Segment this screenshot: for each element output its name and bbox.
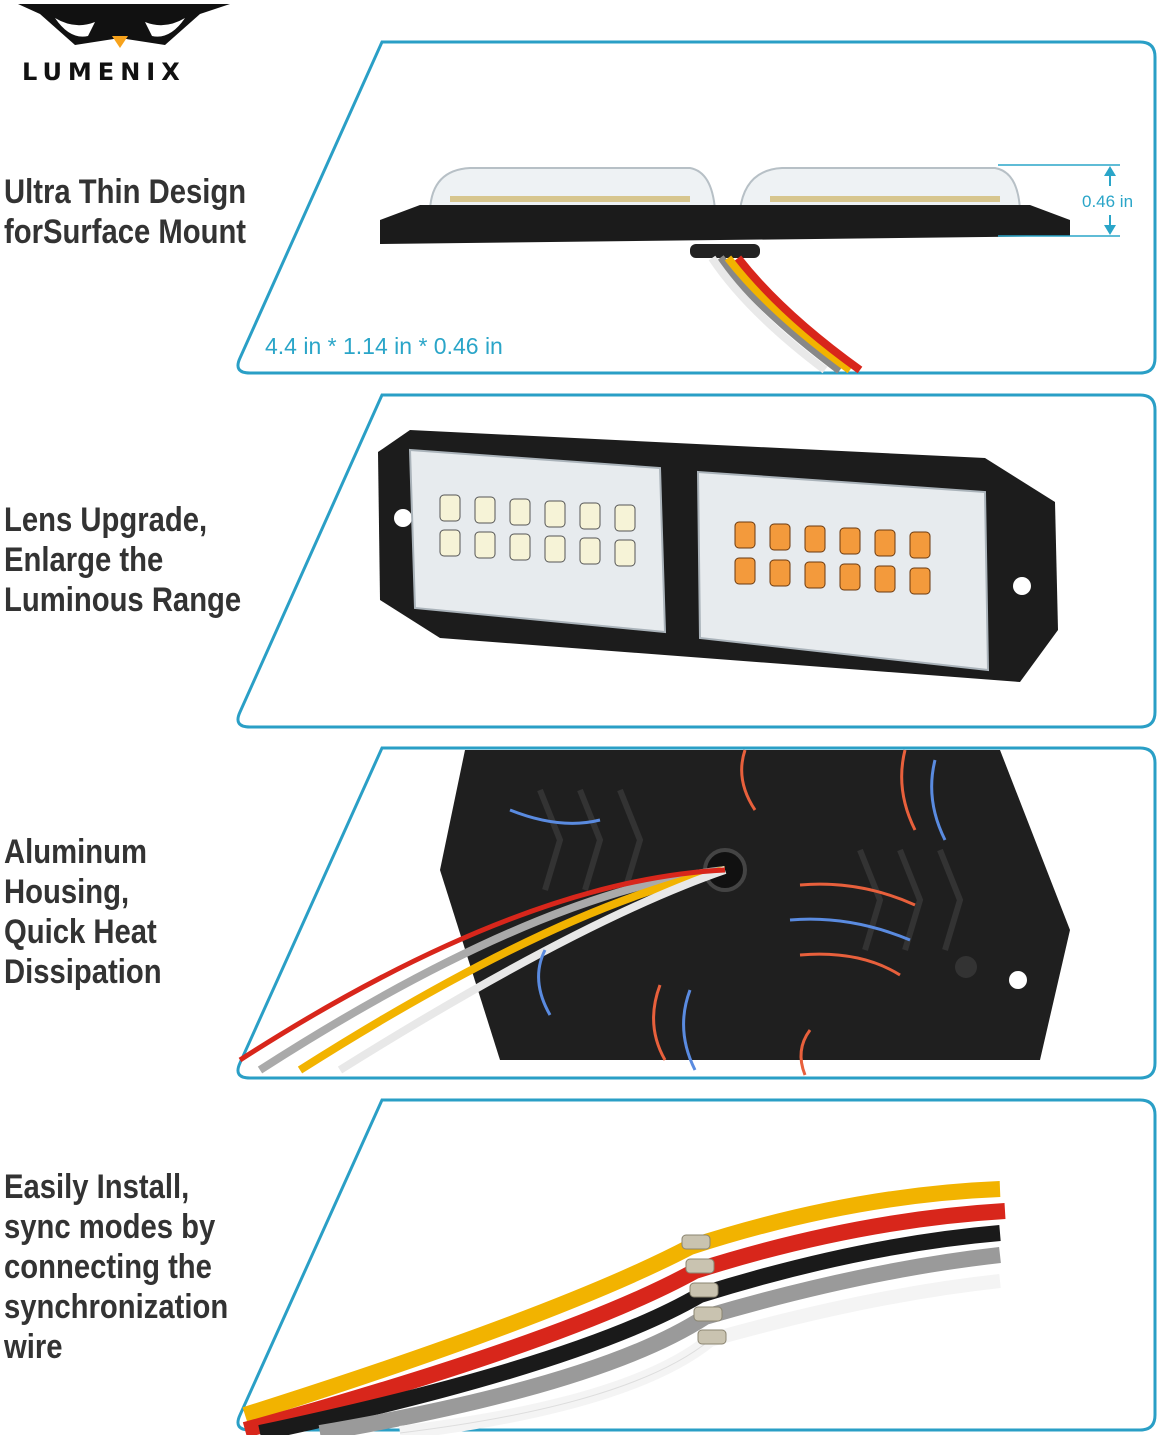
feature-line: sync modes by (4, 1208, 216, 1246)
brand-name: LUMENIX (22, 58, 186, 86)
panel-lens-upgrade: Lens Upgrade, Enlarge the Luminous Range (0, 380, 1159, 730)
feature-text: Lens Upgrade, Enlarge the Luminous Range (4, 500, 241, 620)
feature-line: connecting the (4, 1248, 212, 1286)
height-label: 0.46 in (1082, 192, 1134, 211)
light-back-view-image (238, 749, 1070, 1076)
light-side-view-image (380, 164, 1120, 374)
owl-eyes-icon (18, 4, 230, 48)
panel-ultra-thin: Ultra Thin Design forSurface Mount 4.4 i… (0, 0, 1159, 380)
feature-text: Easily Install, sync modes by connecting… (4, 1167, 228, 1367)
feature-line: wire (4, 1328, 63, 1366)
feature-text: Aluminum Housing, Quick Heat Dissipation (4, 832, 162, 992)
feature-line: Easily Install, (4, 1168, 190, 1206)
dimensions-label: 4.4 in * 1.14 in * 0.46 in (265, 333, 503, 359)
brand-logo: LUMENIX (0, 0, 240, 90)
panel-sync-wire: Easily Install, sync modes by connecting… (0, 1085, 1159, 1435)
feature-line: Lens Upgrade, (4, 501, 208, 539)
feature-line: Luminous Range (4, 581, 242, 619)
feature-line: Aluminum (4, 833, 147, 871)
feature-line: Dissipation (4, 953, 162, 991)
light-front-view-image (378, 430, 1058, 682)
feature-line: synchronization (4, 1288, 229, 1326)
feature-text: Ultra Thin Design forSurface Mount (4, 172, 246, 252)
feature-line: forSurface Mount (4, 213, 247, 251)
sync-wires-image (242, 1181, 1006, 1435)
feature-line: Ultra Thin Design (4, 173, 247, 211)
feature-line: Housing, (4, 873, 130, 911)
feature-line: Enlarge the (4, 541, 164, 579)
feature-line: Quick Heat (4, 913, 157, 951)
panel-heat-dissipation: Aluminum Housing, Quick Heat Dissipation (0, 730, 1159, 1085)
